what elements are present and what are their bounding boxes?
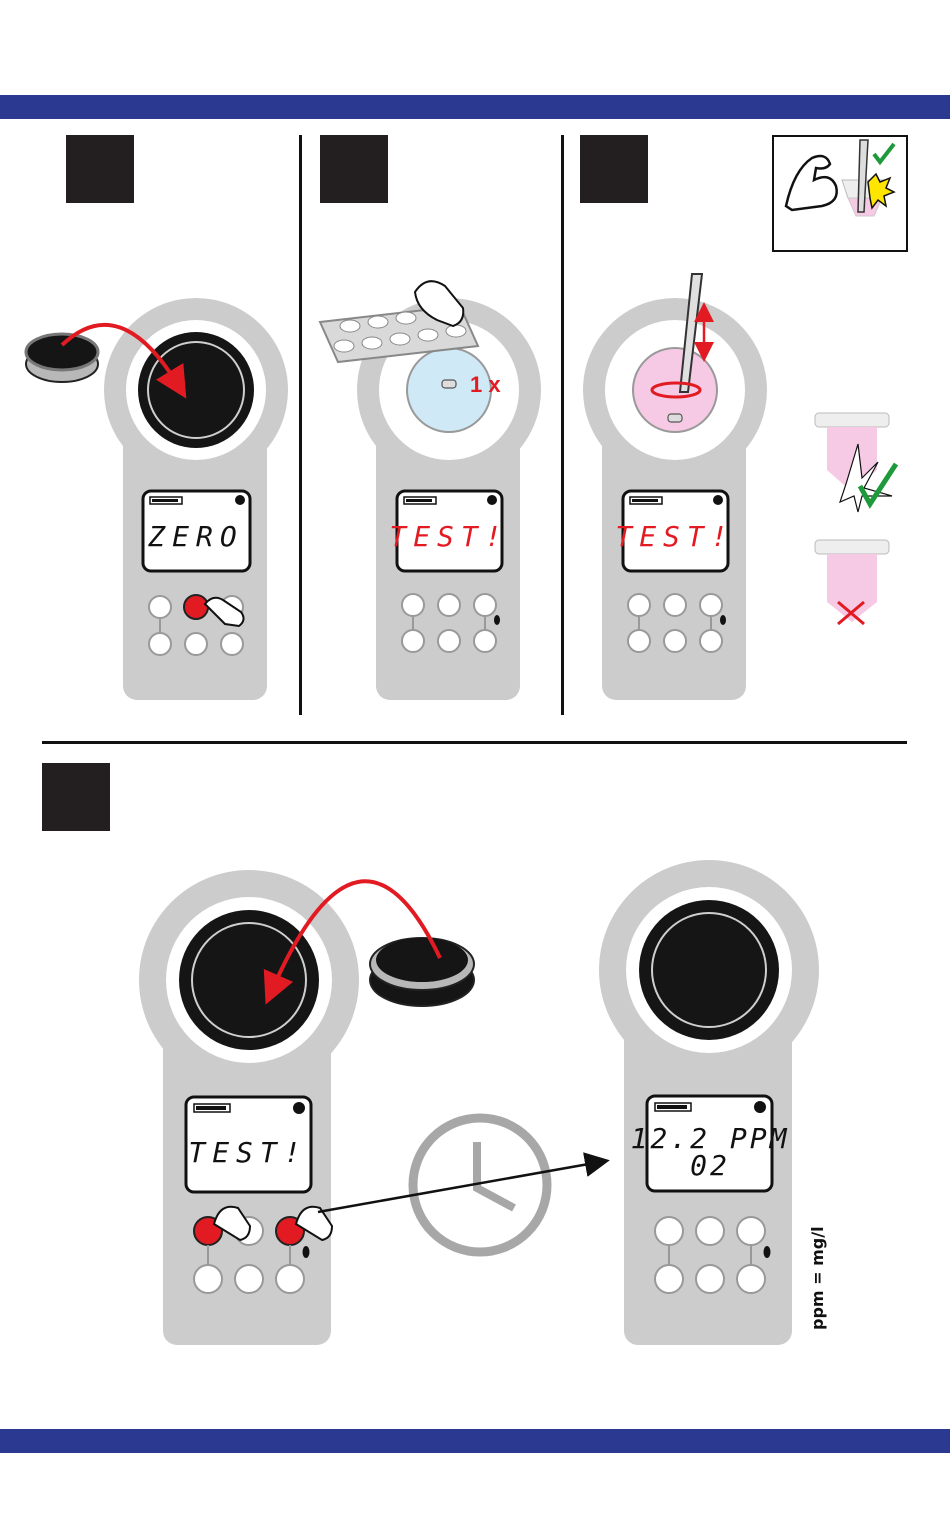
bluetooth-icon xyxy=(303,1246,310,1258)
panel-add-tablet: 1 x xyxy=(320,281,541,700)
lcd-test-text-2: TEST! xyxy=(389,520,508,553)
lcd-test-text-4: TEST! xyxy=(188,1136,307,1169)
units-note: ppm = mg/l xyxy=(808,1226,827,1330)
panel-crush xyxy=(583,136,907,700)
panel-zero xyxy=(26,298,288,700)
lcd-test-text-3: TEST! xyxy=(615,520,734,553)
bluetooth-icon xyxy=(764,1246,771,1258)
bluetooth-icon xyxy=(494,615,500,625)
clock-icon xyxy=(413,1118,547,1252)
dose-label: 1 x xyxy=(470,372,501,397)
panel-measure xyxy=(139,870,600,1345)
bluetooth-icon xyxy=(720,615,726,625)
lcd-zero-text: ZERO xyxy=(147,520,243,553)
panel-result xyxy=(599,860,819,1345)
lcd-result-line2: 02 xyxy=(690,1149,730,1182)
